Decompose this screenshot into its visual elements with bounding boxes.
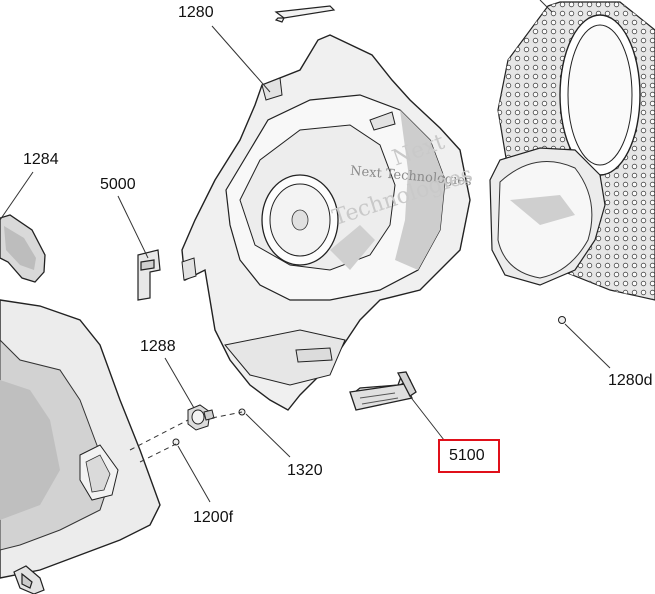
callout-1280d: 1280d [608, 372, 653, 389]
leader-lines [0, 0, 611, 503]
callout-5100: 5100 [449, 447, 485, 464]
left-side-panel-part [0, 299, 161, 579]
callout-1280: 1280 [178, 4, 214, 21]
top-clip-part [274, 5, 336, 23]
callout-1320: 1320 [287, 462, 323, 479]
handle-5100-part [349, 371, 417, 411]
screw-parts [172, 316, 566, 446]
perforated-bezel-part [489, 1, 655, 301]
callout-1200f: 1200f [193, 509, 234, 526]
fastener-1288-part [187, 404, 215, 431]
bottom-left-clip-part [13, 565, 45, 594]
highlighted-callout-box [438, 439, 500, 473]
upper-left-trim-part [0, 214, 46, 283]
bracket-5000-part [137, 249, 161, 301]
callout-1288: 1288 [140, 338, 176, 355]
fan-shroud-housing-part [181, 34, 471, 411]
callout-1284: 1284 [23, 151, 59, 168]
callout-5000: 5000 [100, 176, 136, 193]
